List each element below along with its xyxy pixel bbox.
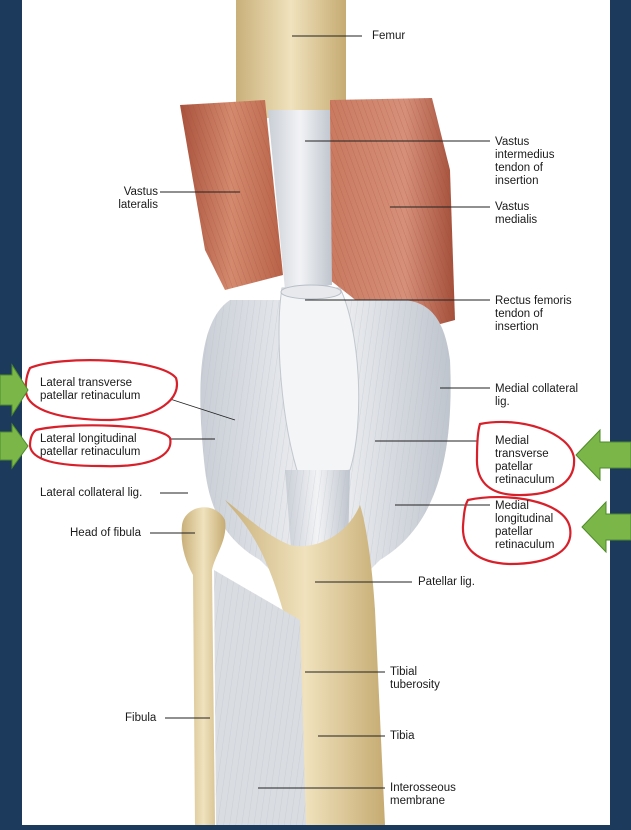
arrow-left-2 xyxy=(0,422,29,470)
femur-bone xyxy=(236,0,346,118)
vastus-intermedius-tendon xyxy=(268,110,332,290)
arrow-right-2 xyxy=(581,500,631,554)
label-patellar-lig: Patellar lig. xyxy=(418,576,475,588)
label-tibial-tuberosity: Tibial tuberosity xyxy=(390,666,440,691)
label-fibula: Fibula xyxy=(125,712,157,724)
label-medial-longitudinal-retinaculum: Medial longitudinal patellar retinaculum xyxy=(495,500,555,551)
label-medial-transverse-retinaculum: Medial transverse patellar retinaculum xyxy=(495,435,555,486)
label-interosseous-membrane: Interosseous membrane xyxy=(390,782,456,807)
arrow-right-1 xyxy=(575,428,631,482)
arrow-left-1 xyxy=(0,363,29,417)
label-medial-collateral-lig: Medial collateral lig. xyxy=(495,383,579,408)
label-vastus-medialis: Vastus medialis xyxy=(495,201,538,226)
label-tibia: Tibia xyxy=(390,730,415,742)
circle-medial-transverse xyxy=(475,420,576,497)
label-vastus-lateralis: Vastus lateralis xyxy=(118,186,158,211)
rectus-femoris-tendon-end xyxy=(280,284,342,300)
label-rectus-femoris: Rectus femoris tendon of insertion xyxy=(495,295,572,333)
green-arrows xyxy=(0,363,631,554)
tibia-bone xyxy=(225,500,385,825)
label-lateral-transverse-retinaculum: Lateral transverse patellar retinaculum xyxy=(40,377,141,402)
label-lateral-longitudinal-retinaculum: Lateral longitudinal patellar retinaculu… xyxy=(40,433,141,458)
leader-lines xyxy=(150,35,490,789)
circle-lateral-longitudinal xyxy=(28,424,172,468)
fibula-bone xyxy=(181,507,226,825)
label-head-of-fibula: Head of fibula xyxy=(70,527,141,539)
label-vastus-intermedius: Vastus intermedius tendon of insertion xyxy=(495,136,555,187)
label-femur: Femur xyxy=(372,30,406,42)
circle-medial-longitudinal xyxy=(461,495,572,566)
label-lateral-collateral-lig: Lateral collateral lig. xyxy=(40,487,143,499)
